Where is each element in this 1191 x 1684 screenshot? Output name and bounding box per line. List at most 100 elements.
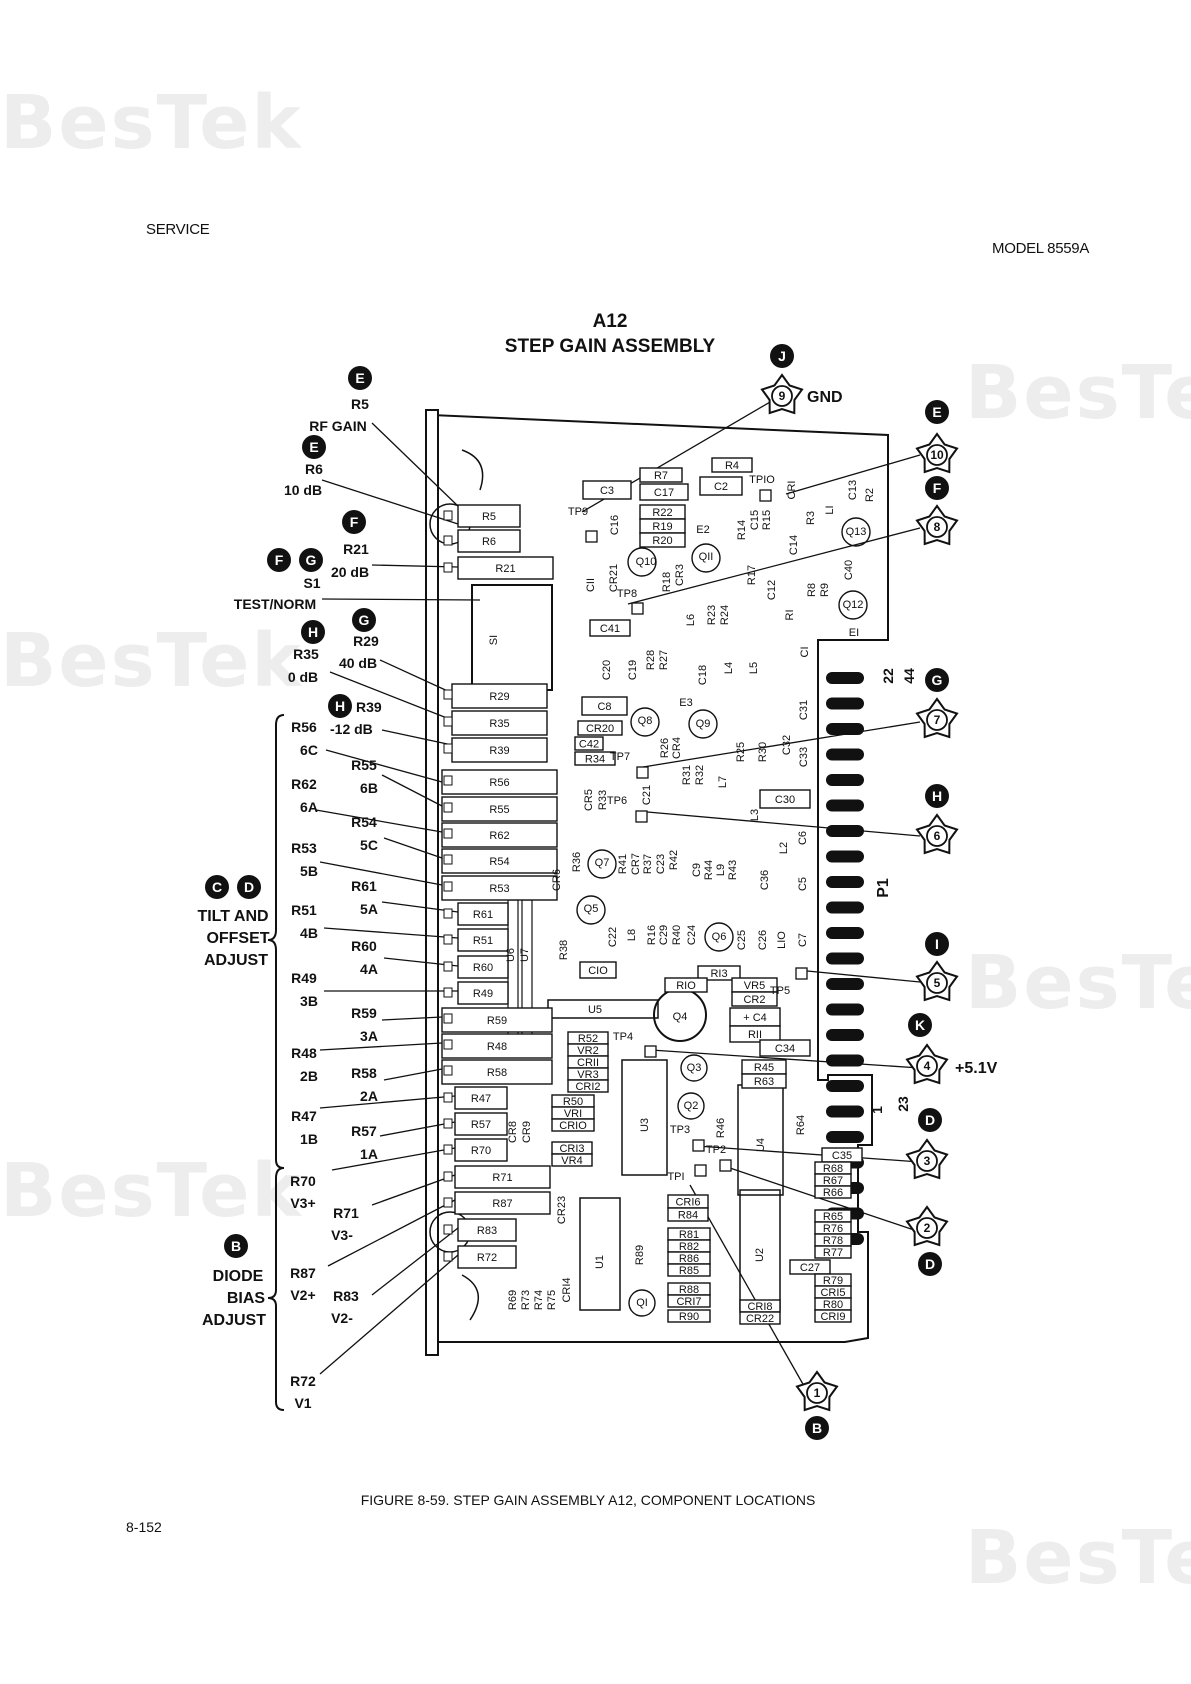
label-a2: 2A <box>360 1088 378 1104</box>
connector-finger <box>826 1131 864 1143</box>
component-label-r56: R56 <box>489 777 509 789</box>
circle-b1 <box>224 1234 248 1258</box>
star-ring <box>916 1217 938 1239</box>
component-label-c13: C13 <box>847 480 859 500</box>
test-point <box>694 1164 707 1177</box>
component-r62 <box>441 822 558 848</box>
circle-g1 <box>299 548 323 572</box>
circle-letter-b2: B <box>812 1420 822 1436</box>
component-label-c17: C17 <box>654 487 674 499</box>
resistor-tab <box>443 743 453 754</box>
component-label-r23: R23 <box>706 605 718 625</box>
resistor-tab <box>443 881 453 892</box>
component-cr12 <box>567 1079 609 1093</box>
component-label-q3: Q3 <box>687 1062 702 1074</box>
pin22-label: 22 <box>880 668 896 684</box>
leader-line <box>696 1145 921 1163</box>
circle-letter-c: C <box>212 879 222 895</box>
component-r90 <box>667 1309 711 1323</box>
resistor-tab <box>443 1144 453 1155</box>
test-point <box>631 602 644 615</box>
resistor-tab <box>443 908 453 919</box>
label-r71: R71 <box>333 1205 359 1221</box>
transistor-outline <box>838 590 868 620</box>
pin1-label: 1 <box>869 1106 885 1114</box>
component-label-r84: R84 <box>678 1210 698 1222</box>
component-label-r81: R81 <box>679 1229 699 1241</box>
component-label-c34: C34 <box>775 1043 795 1055</box>
component-label-c11: CII <box>585 578 597 592</box>
component-label-l9: L9 <box>715 864 727 876</box>
component-label-u4: U4 <box>755 1138 767 1152</box>
star-ring <box>926 972 948 994</box>
component-label-u7: U7 <box>519 948 531 962</box>
component-label-r46: R46 <box>715 1118 727 1138</box>
component-label-r57: R57 <box>471 1119 491 1131</box>
component-vr4 <box>551 1153 593 1167</box>
label-r35: R35 <box>293 646 319 662</box>
transistor-outline <box>630 707 660 737</box>
component-label-cr11: CRII <box>577 1057 599 1069</box>
component-label-r17: R17 <box>746 565 758 585</box>
label-r60: R60 <box>351 938 377 954</box>
circle-letter-d2: D <box>925 1112 935 1128</box>
connector-finger <box>826 978 864 990</box>
component-label-vr4: VR4 <box>561 1155 582 1167</box>
circle-letter-h3: H <box>932 788 942 804</box>
component-label-q11: QII <box>699 551 714 563</box>
component-label-cr20: CR20 <box>586 723 614 735</box>
component-r54 <box>441 848 558 874</box>
circle-h2 <box>328 694 352 718</box>
leader-line <box>331 1147 456 1171</box>
circle-letter-f3: F <box>933 480 942 496</box>
component-cr17 <box>667 1294 711 1308</box>
connector-finger <box>826 927 864 939</box>
component-label-r30: R30 <box>757 742 769 762</box>
label-a3: 3A <box>360 1028 378 1044</box>
leader-line <box>329 671 453 721</box>
component-label-r21: R21 <box>495 563 515 575</box>
connector-finger <box>826 672 864 684</box>
component-label-r50: R50 <box>563 1096 583 1108</box>
component-label-r35: R35 <box>489 718 509 730</box>
transistor-outline <box>628 1289 656 1317</box>
component-label-r8: R8 <box>806 583 818 597</box>
component-label-c26: C26 <box>757 930 769 950</box>
component-label-c27: C27 <box>800 1262 820 1274</box>
diode-label-3: ADJUST <box>202 1312 266 1329</box>
circle-k <box>908 1013 932 1037</box>
component-r71 <box>454 1165 551 1189</box>
label-a4: 4A <box>360 961 378 977</box>
component-r10 <box>664 977 708 993</box>
switch-s1 <box>471 584 553 691</box>
model-header: MODEL 8559A <box>992 240 1090 257</box>
watermark: BesTek <box>0 1148 303 1234</box>
component-label-c40: C40 <box>843 560 855 580</box>
component-r47 <box>454 1086 508 1110</box>
circle-letter-f2: F <box>275 552 284 568</box>
component-label-cr8: CR8 <box>507 1121 519 1143</box>
component-r35 <box>451 710 548 736</box>
circle-g2 <box>352 608 376 632</box>
leader-line <box>315 809 443 833</box>
connector-finger <box>826 876 864 888</box>
component-label-c25: C25 <box>736 930 748 950</box>
component-label-u6: U6 <box>505 948 517 962</box>
component-label-q6: Q6 <box>712 931 727 943</box>
pin23-label: 23 <box>895 1096 911 1112</box>
component-label-r78: R78 <box>823 1235 843 1247</box>
component-label-tp10: TPIO <box>749 474 775 486</box>
component-label-cr22: CR22 <box>746 1313 774 1325</box>
component-r56 <box>441 769 558 795</box>
component-label-q13: Q13 <box>846 526 867 538</box>
circle-e2 <box>302 435 326 459</box>
component-label-c21: C21 <box>641 785 653 805</box>
component-label-u5: U5 <box>588 1004 602 1016</box>
label-r87: R87 <box>290 1265 316 1281</box>
resistor-tab <box>443 510 453 521</box>
star-number-s8: 8 <box>934 520 941 534</box>
leader-line <box>325 749 443 783</box>
component-label-r67: R67 <box>823 1175 843 1187</box>
u3-ic <box>621 1059 668 1176</box>
transistor-outline <box>627 547 657 577</box>
